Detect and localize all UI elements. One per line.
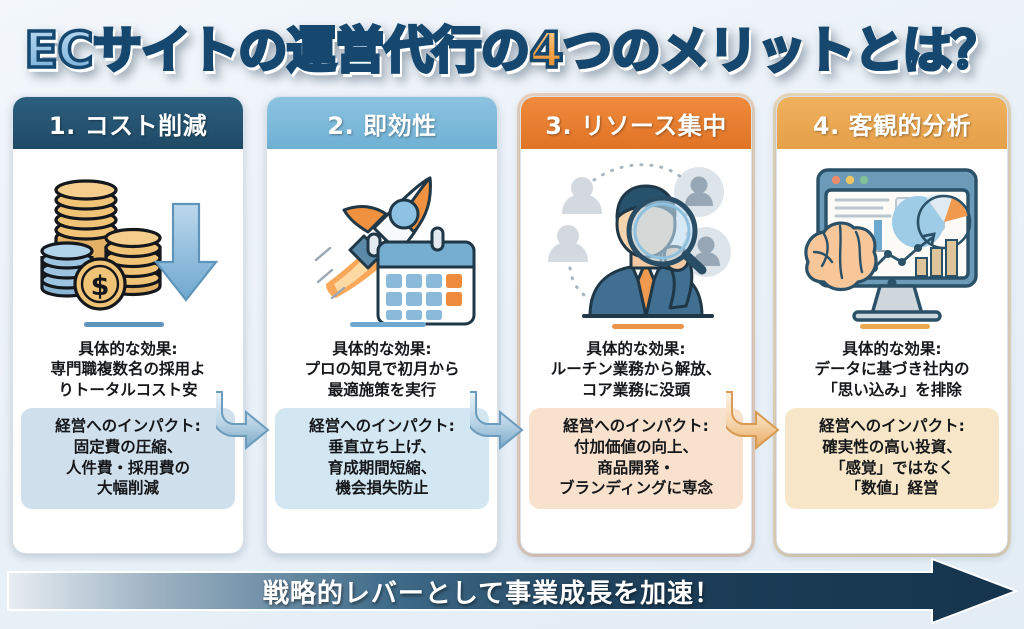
card-4-effect-line-1: データに基づき社内の [814,360,970,379]
card-1-effect-lead: 具体的な効果: [78,340,178,358]
card-3-impact-line-2: 商品開発・ [597,458,675,477]
page-title: ECサイトの運営代行の4つのメリットとは？ [0,4,1024,88]
card-3-body: 具体的な効果: ルーチン業務から解放、 コア業務に没頭 経営へのインパクト: 付… [521,149,751,553]
card-1-effect-line-2: りトータルコスト安 [58,380,198,399]
arrow-card1-to-card2 [211,388,272,456]
card-4-impact-line-1: 確実性の高い投資、 [822,437,962,456]
rocket-calendar-icon [267,149,497,337]
title-highlight: 4つのメリット [528,20,857,81]
card-1-impact-line-3: 大幅削減 [96,479,159,498]
card-1-effect: 具体的な効果: 専門職複数名の採用よ りトータルコスト安 [13,337,243,408]
card-4-header: 4. 客観的分析 [777,97,1007,149]
card-3-impact-line-1: 付加価値の向上、 [573,437,698,456]
page-title-text: ECサイトの運営代行の4つのメリットとは？ [23,11,1002,82]
card-1-impact-line-1: 固定費の圧縮、 [73,437,183,456]
card-4-body: 具体的な効果: データに基づき社内の 「思い込み」を排除 経営へのインパクト: … [777,149,1007,553]
card-4-effect-line-2: 「思い込み」を排除 [822,380,962,399]
benefit-cards-row: 1. コスト削減 [0,96,1024,554]
banner-arrow-icon [7,557,1019,625]
arrow-card2-to-card3 [465,388,526,456]
card-2-body: 具体的な効果: プロの知見で初月から 最適施策を実行 経営へのインパクト: 垂直… [267,149,497,553]
card-4-impact: 経営へのインパクト: 確実性の高い投資、 「感覚」ではなく 「数値」経営 [785,408,999,509]
card-3-effect-lead: 具体的な効果: [586,340,686,358]
coin-stacks-down-arrow-icon: $ [13,149,243,337]
card-1-effect-line-1: 専門職複数名の採用よ [50,360,206,379]
card-2-impact-lead: 経営へのインパクト: [309,417,455,436]
card-3-effect-line-2: コア業務に没頭 [581,380,691,399]
card-2-impact-line-1: 垂直立ち上げ、 [328,437,436,456]
card-2-effect-line-1: プロの知見で初月から [304,360,460,379]
benefit-card-1[interactable]: 1. コスト削減 [12,96,244,554]
svg-text:$: $ [91,271,110,302]
card-2-header: 2. 即効性 [267,97,497,149]
card-3-impact: 経営へのインパクト: 付加価値の向上、 商品開発・ ブランディングに専念 [529,408,743,509]
card-2-impact: 経営へのインパクト: 垂直立ち上げ、 育成期間短縮、 機会損失防止 [275,408,489,509]
card-1-impact: 経営へのインパクト: 固定費の圧縮、 人件費・採用費の 大幅削減 [21,408,235,509]
card-4-impact-lead: 経営へのインパクト: [819,417,965,436]
card-1-body: $ 具体的な効果: 専門職複数名の採用よ [13,149,243,553]
card-3-effect-line-1: ルーチン業務から解放、 [550,360,722,379]
card-3-effect: 具体的な効果: ルーチン業務から解放、 コア業務に没頭 [521,337,751,408]
card-2-impact-line-2: 育成期間短縮、 [327,458,437,477]
benefit-card-4[interactable]: 4. 客観的分析 [776,96,1008,554]
card-4-effect-lead: 具体的な効果: [842,340,942,358]
card-2-effect-lead: 具体的な効果: [332,340,432,358]
benefit-card-3[interactable]: 3. リソース集中 [520,96,752,554]
arrow-card3-to-card4 [721,388,782,456]
card-1-header: 1. コスト削減 [13,97,243,149]
card-2-impact-line-3: 機会損失防止 [335,479,429,498]
title-part2: とは？ [852,20,1002,81]
card-1-impact-line-2: 人件費・採用費の [65,458,190,477]
card-3-impact-line-3: ブランディングに専念 [559,479,713,498]
card-3-header: 3. リソース集中 [521,97,751,149]
card-4-impact-line-2: 「感覚」ではなく [829,458,954,477]
bottom-banner: 戦略的レバーとして事業成長を加速！ [0,557,1024,625]
card-4-effect: 具体的な効果: データに基づき社内の 「思い込み」を排除 [777,337,1007,408]
card-2-effect-line-2: 最適施策を実行 [327,380,437,399]
title-part1: ECサイトの運営代行の [23,20,532,81]
dashboard-brain-icon [777,149,1007,337]
businessman-magnifier-icon [521,149,751,337]
card-4-impact-line-3: 「数値」経営 [845,479,939,498]
card-1-impact-lead: 経営へのインパクト: [55,417,201,436]
card-3-impact-lead: 経営へのインパクト: [563,417,709,436]
card-2-effect: 具体的な効果: プロの知見で初月から 最適施策を実行 [267,337,497,408]
benefit-card-2[interactable]: 2. 即効性 [266,96,498,554]
